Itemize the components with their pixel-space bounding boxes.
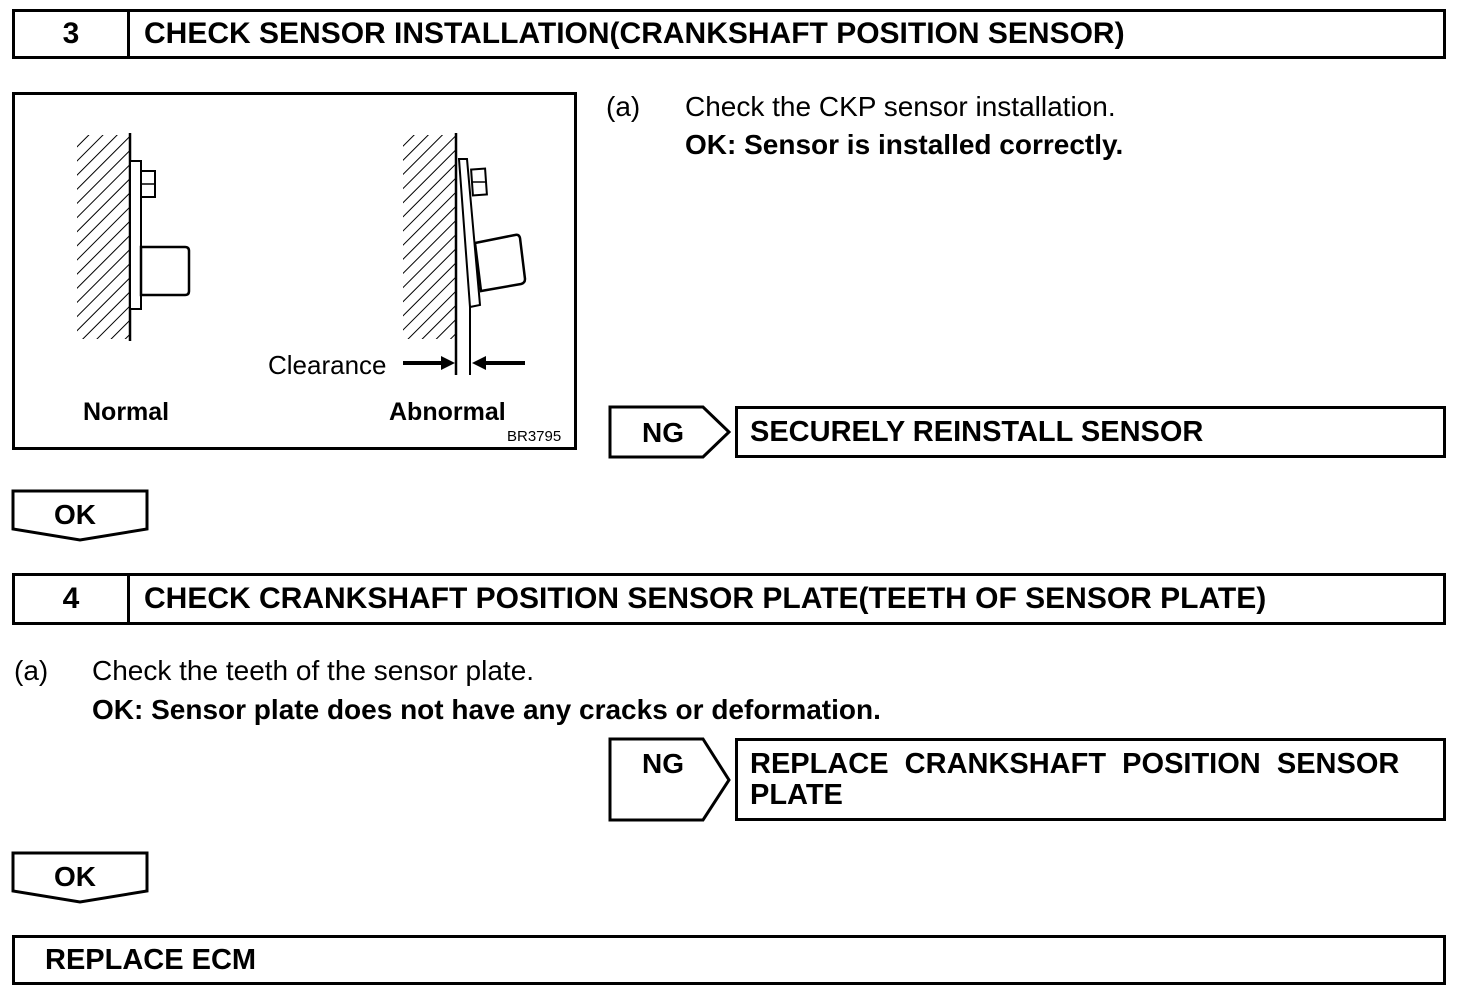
sensor-diagram: Clearance Normal Abnormal BR3795: [77, 133, 561, 445]
step-4-item-marker: (a): [14, 655, 49, 686]
abnormal-sensor-drawing: [403, 133, 527, 375]
step-3-ok-condition: OK: Sensor is installed correctly.: [685, 129, 1124, 160]
ng-action-line-1: REPLACE CRANKSHAFT POSITION SENSOR: [750, 748, 1400, 780]
step-number: 3: [15, 12, 130, 56]
figure-code: BR3795: [507, 428, 561, 445]
normal-sensor-drawing: [77, 133, 191, 341]
final-action-text: REPLACE ECM: [45, 944, 257, 976]
ng-label: NG: [642, 417, 684, 448]
step-3-item-marker: (a): [606, 91, 641, 122]
step-4-ok-condition: OK: Sensor plate does not have any crack…: [92, 694, 881, 725]
step-4-ng-action: REPLACE CRANKSHAFT POSITION SENSOR PLATE: [735, 738, 1446, 821]
step-4-header: 4 CHECK CRANKSHAFT POSITION SENSOR PLATE…: [12, 573, 1446, 625]
ok-arrow-step-3: OK: [11, 489, 149, 542]
step-3-instruction: Check the CKP sensor installation.: [685, 91, 1116, 122]
ng-action-text: SECURELY REINSTALL SENSOR: [750, 416, 1204, 448]
ok-label: OK: [54, 861, 96, 892]
clearance-label: Clearance: [268, 350, 387, 380]
step-3-ng-action: SECURELY REINSTALL SENSOR: [735, 406, 1446, 458]
normal-label: Normal: [83, 398, 169, 426]
ng-label: NG: [642, 748, 684, 779]
step-3-header: 3 CHECK SENSOR INSTALLATION(CRANKSHAFT P…: [12, 9, 1446, 59]
step-title: CHECK SENSOR INSTALLATION(CRANKSHAFT POS…: [144, 17, 1125, 50]
step-number: 4: [15, 576, 130, 622]
ok-arrow-step-4: OK: [11, 851, 149, 904]
step-title: CHECK CRANKSHAFT POSITION SENSOR PLATE(T…: [144, 582, 1267, 615]
abnormal-label: Abnormal: [389, 398, 506, 426]
ng-action-line-2: PLATE: [750, 779, 843, 811]
step-4-instruction: Check the teeth of the sensor plate.: [92, 655, 535, 686]
final-action-box: REPLACE ECM: [12, 935, 1446, 985]
ng-arrow-step-3: NG: [608, 405, 732, 459]
ok-label: OK: [54, 499, 96, 530]
ng-arrow-step-4: NG: [608, 737, 731, 822]
sensor-installation-figure: Clearance Normal Abnormal BR3795: [12, 92, 577, 450]
